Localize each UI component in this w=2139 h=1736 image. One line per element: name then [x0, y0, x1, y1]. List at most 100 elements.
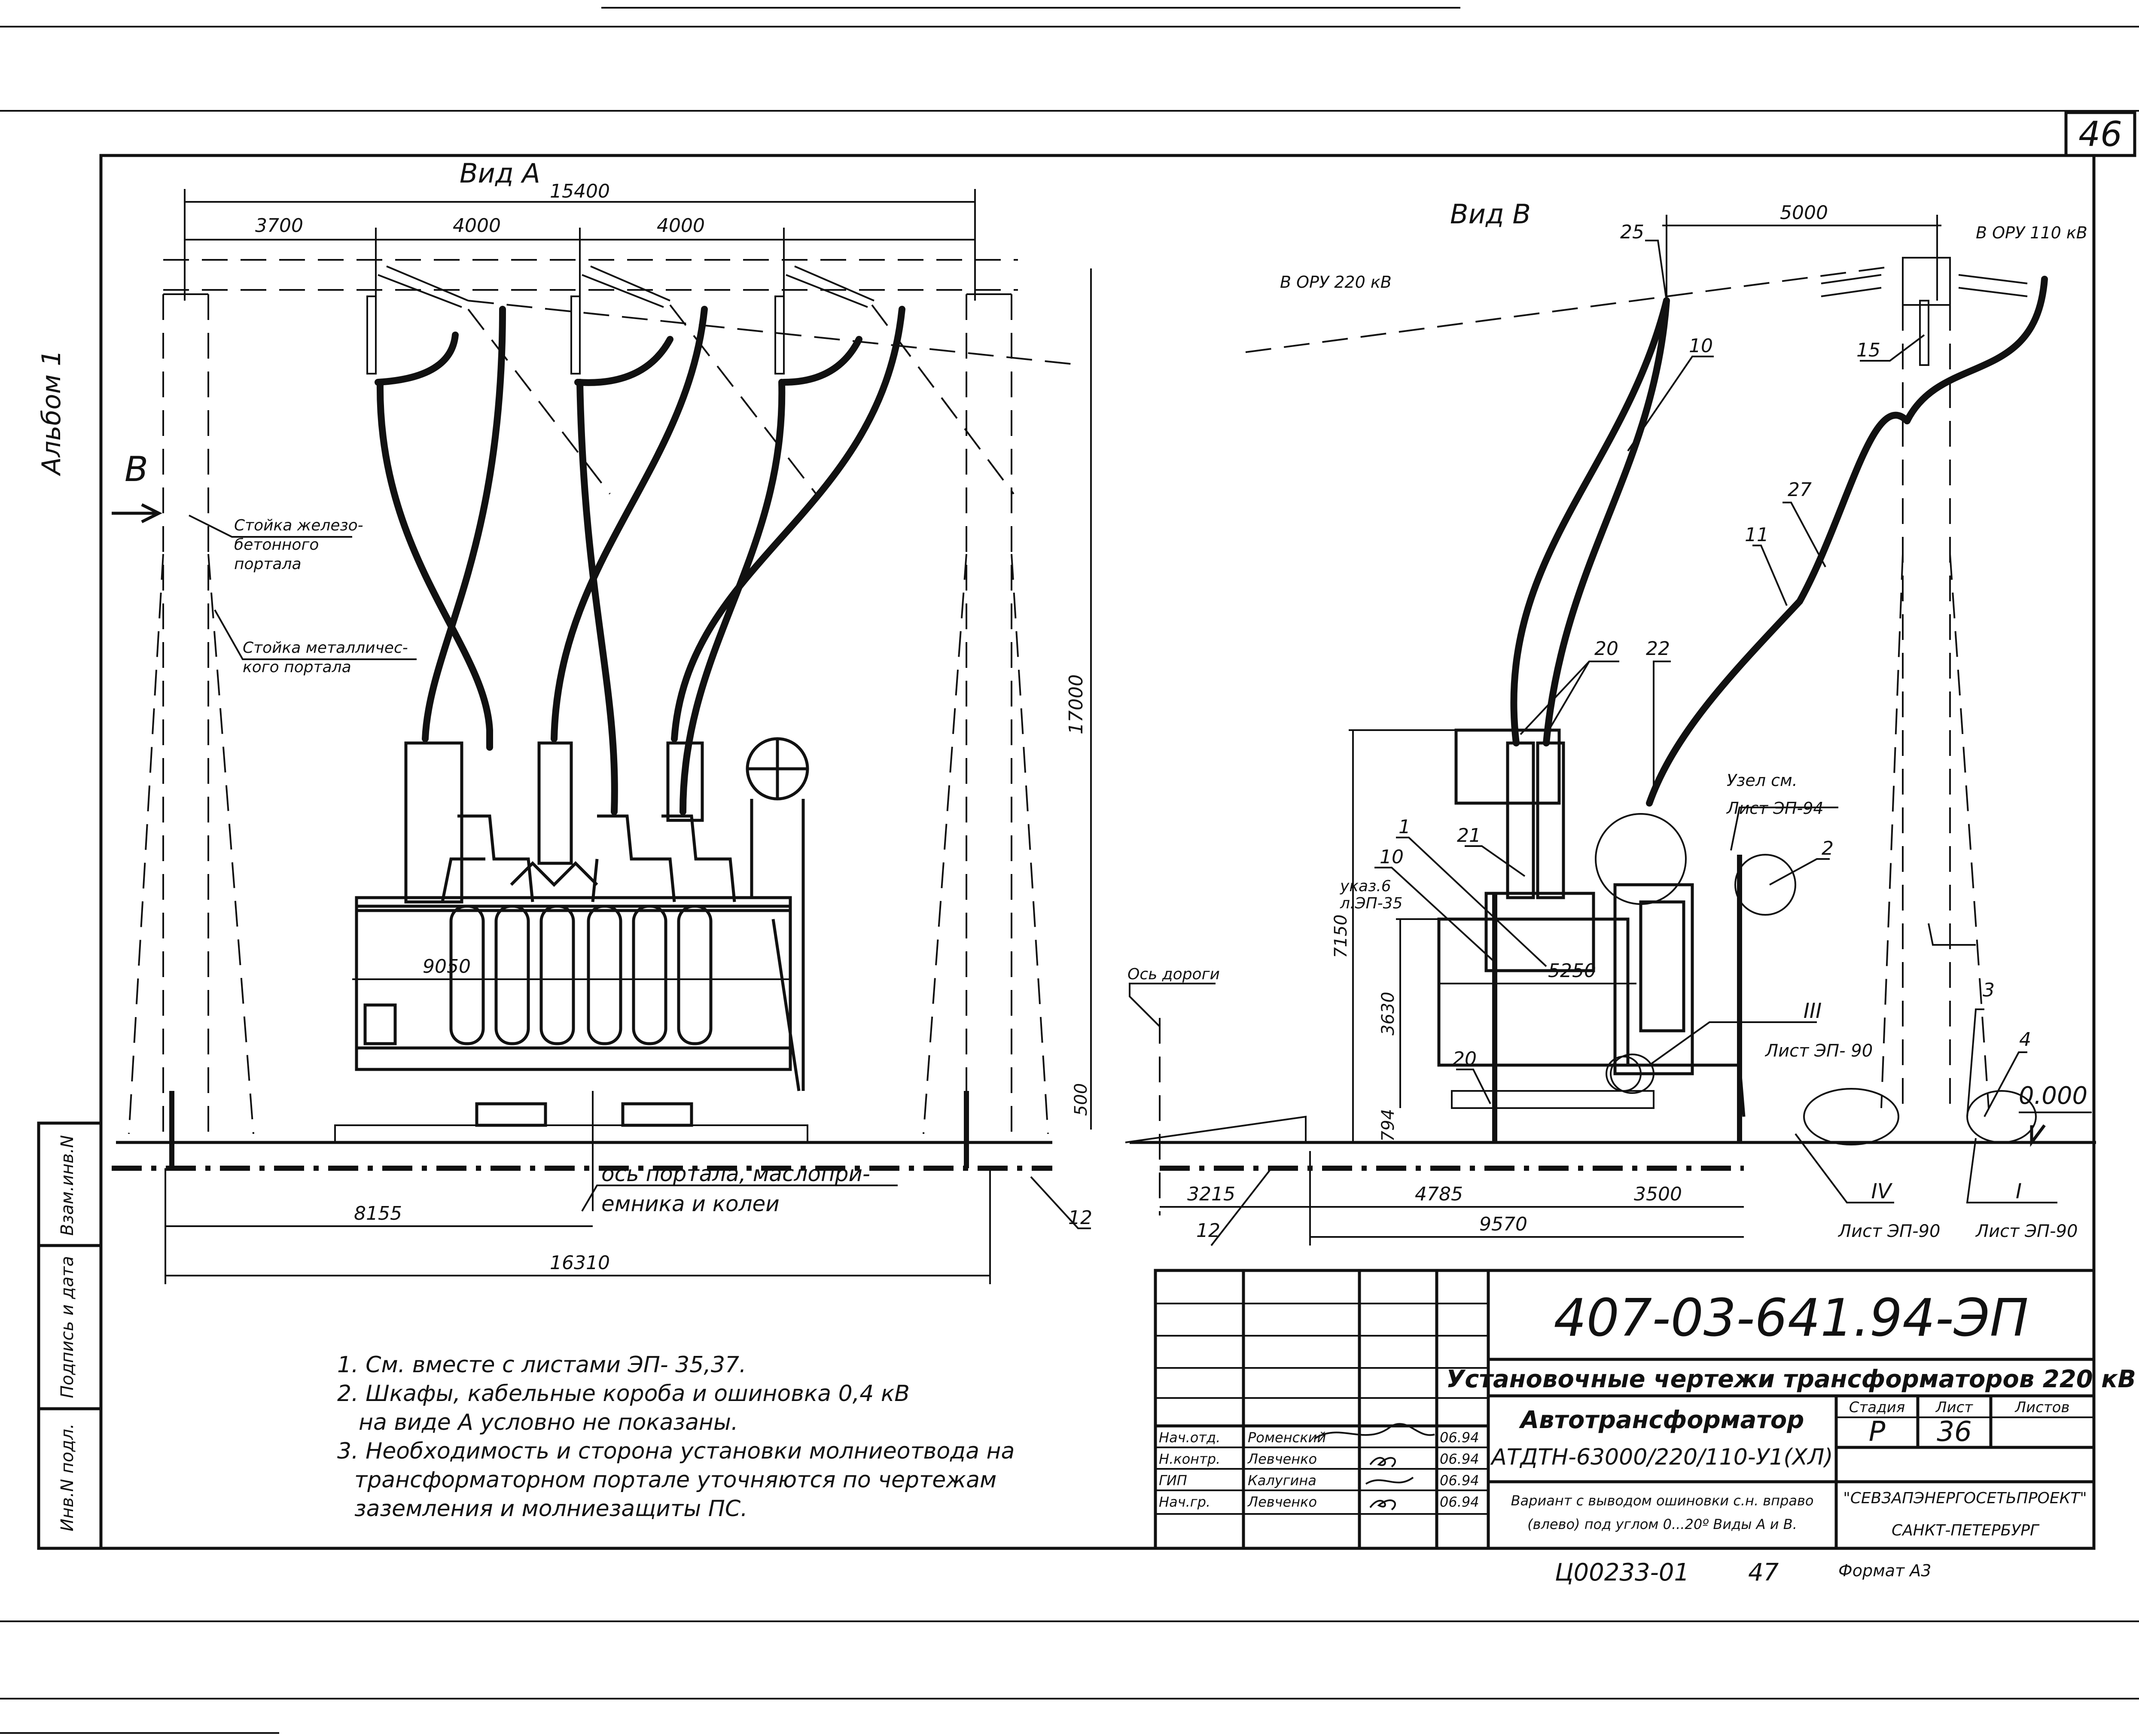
album-label: Альбом 1: [37, 350, 67, 477]
signatures: [1313, 1423, 1435, 1511]
ref-12-b: 12: [1196, 1220, 1220, 1242]
node-note-1: Узел см.: [1727, 771, 1798, 790]
variant-2: (влево) под углом 0...20º Виды А и В.: [1527, 1516, 1797, 1532]
label-metal-2: кого портала: [243, 658, 351, 676]
stamp-signature: Подпись и дата: [58, 1256, 77, 1398]
dim-17000: 17000: [1065, 674, 1087, 734]
dim-9050: 9050: [423, 956, 471, 978]
dim-3215: 3215: [1187, 1183, 1235, 1205]
view-a-cables: [375, 306, 905, 815]
ref-10-top: 10: [1689, 335, 1713, 357]
header-sheets: Листов: [2014, 1399, 2069, 1416]
footer: Ц00233-01 47 Формат А3: [1555, 1559, 1931, 1587]
org-city: САНКТ-ПЕТЕРБУРГ: [1892, 1522, 2040, 1539]
dim-3630: 3630: [1378, 992, 1398, 1036]
view-b-refs: 25 10 15 27 11 20 22 1 10 21 указ.6 л.ЭП…: [1340, 221, 2031, 1117]
note-2-cont: на виде А условно не показаны.: [359, 1410, 738, 1435]
view-b: Вид В В ОРУ 220 кВ В ОРУ 110 кВ 5000: [1125, 198, 2096, 1246]
signer-1-date: 06.94: [1440, 1429, 1479, 1446]
item-model: АТДТН-63000/220/110-У1(ХЛ): [1490, 1444, 1833, 1470]
view-b-overhead: [1245, 265, 2048, 424]
dim-3700: 3700: [255, 215, 303, 237]
project-title: Установочные чертежи трансформаторов 220…: [1446, 1365, 2136, 1393]
view-a: Вид А 15400 3700 4000 4000: [112, 158, 1092, 1284]
signer-4-name: Левченко: [1247, 1494, 1317, 1510]
doc-code: 407-03-641.94-ЭП: [1554, 1288, 2029, 1348]
portal-labels: Стойка железо- бетонного портала Стойка …: [189, 515, 417, 676]
note-2: 2. Шкафы, кабельные короба и ошиновка 0,…: [337, 1381, 910, 1407]
sheet-value: 36: [1937, 1416, 1971, 1448]
ref-25: 25: [1620, 221, 1644, 243]
dim-5250: 5250: [1548, 960, 1596, 982]
signer-2-date: 06.94: [1440, 1451, 1479, 1467]
note-1: 1. См. вместе с листами ЭП- 35,37.: [337, 1352, 747, 1378]
callout-iv-sheet: Лист ЭП-90: [1837, 1221, 1940, 1241]
handwritten-code: Ц00233-01: [1555, 1559, 1689, 1587]
view-b-portal: [1880, 257, 1990, 1109]
dim-4000-b: 4000: [657, 215, 705, 237]
ref-21: 21: [1457, 825, 1481, 847]
view-b-top-dimension: 5000: [1662, 202, 1941, 301]
stamp-replacement: Взам.инв.N: [58, 1135, 77, 1236]
callout-iv: IV: [1871, 1179, 1893, 1203]
view-b-title: Вид В: [1450, 198, 1531, 230]
label-axis-2: емника и колеи: [601, 1191, 780, 1216]
signer-2-role: Н.контр.: [1159, 1451, 1220, 1467]
dim-8155: 8155: [354, 1203, 402, 1224]
label-to-220: В ОРУ 220 кВ: [1280, 273, 1392, 292]
arrow-b-label: В: [125, 449, 148, 489]
ref-note-1: указ.6: [1340, 877, 1391, 895]
dim-5000: 5000: [1780, 202, 1828, 224]
radiator-tubes: [449, 905, 713, 1045]
ref-27: 27: [1788, 479, 1812, 501]
ref-3: 3: [1983, 979, 1995, 1001]
dim-7150: 7150: [1331, 914, 1351, 958]
ref-2: 2: [1822, 838, 1834, 859]
road-axis-label: Ось дороги: [1127, 965, 1220, 983]
ref-20-bottom: 20: [1453, 1048, 1477, 1070]
level-0000: 0.000: [2019, 1082, 2087, 1110]
view-a-title: Вид А: [460, 158, 540, 189]
view-b-dimensions: 7150 3630 794 5250 Ось дороги 3215 4785 …: [1125, 729, 2096, 1246]
handwritten-num: 47: [1748, 1559, 1779, 1587]
label-concrete-1: Стойка железо-: [234, 517, 363, 534]
label-to-110: В ОРУ 110 кВ: [1976, 223, 2087, 242]
ref-12-a: 12: [1068, 1207, 1092, 1229]
dim-15400: 15400: [550, 180, 610, 202]
dim-500: 500: [1071, 1083, 1091, 1116]
signer-1-name: Роменский: [1248, 1429, 1326, 1446]
callout-i: I: [2016, 1179, 2022, 1203]
label-concrete-2: бетонного: [234, 536, 319, 554]
title-block: 407-03-641.94-ЭП Установочные чертежи тр…: [1154, 1269, 2136, 1550]
dim-4000-a: 4000: [453, 215, 501, 237]
page-number: 46: [2078, 114, 2122, 154]
tank-dimension: 9050 500 17000: [352, 268, 1092, 1130]
format-label: Формат А3: [1838, 1561, 1931, 1580]
callout-iii: III: [1804, 999, 1822, 1023]
ref-11: 11: [1745, 524, 1769, 546]
signer-1-role: Нач.отд.: [1159, 1429, 1220, 1446]
signer-4-role: Нач.гр.: [1159, 1494, 1210, 1510]
node-note-2: Лист ЭП-94: [1726, 799, 1824, 818]
signer-2-name: Левченко: [1247, 1451, 1317, 1467]
signer-3-date: 06.94: [1440, 1472, 1479, 1489]
view-b-cables: [1510, 297, 1910, 807]
callout-i-sheet: Лист ЭП-90: [1975, 1221, 2078, 1241]
sheet-edges: [0, 7, 2139, 1734]
ref-note-2: л.ЭП-35: [1340, 895, 1402, 912]
note-3-cont-2: заземления и молниезащиты ПС.: [354, 1496, 748, 1522]
stamp-inventory: Инв.N подл.: [58, 1423, 77, 1532]
view-b-arrow: [112, 503, 162, 524]
ref-10-mid: 10: [1380, 846, 1404, 868]
dim-3500: 3500: [1634, 1183, 1682, 1205]
notes: 1. См. вместе с листами ЭП- 35,37. 2. Шк…: [337, 1352, 1015, 1522]
view-a-ground: 12 ось портала, маслопри- емника и колеи…: [112, 1091, 1092, 1284]
transformer-view-b: [1437, 728, 1796, 1142]
label-concrete-3: портала: [234, 555, 302, 573]
dim-16310: 16310: [550, 1252, 610, 1274]
item-title: Автотрансформатор: [1519, 1406, 1804, 1434]
portal-structure: [128, 259, 1049, 1138]
dim-794: 794: [1378, 1109, 1398, 1142]
signer-3-role: ГИП: [1159, 1472, 1187, 1489]
